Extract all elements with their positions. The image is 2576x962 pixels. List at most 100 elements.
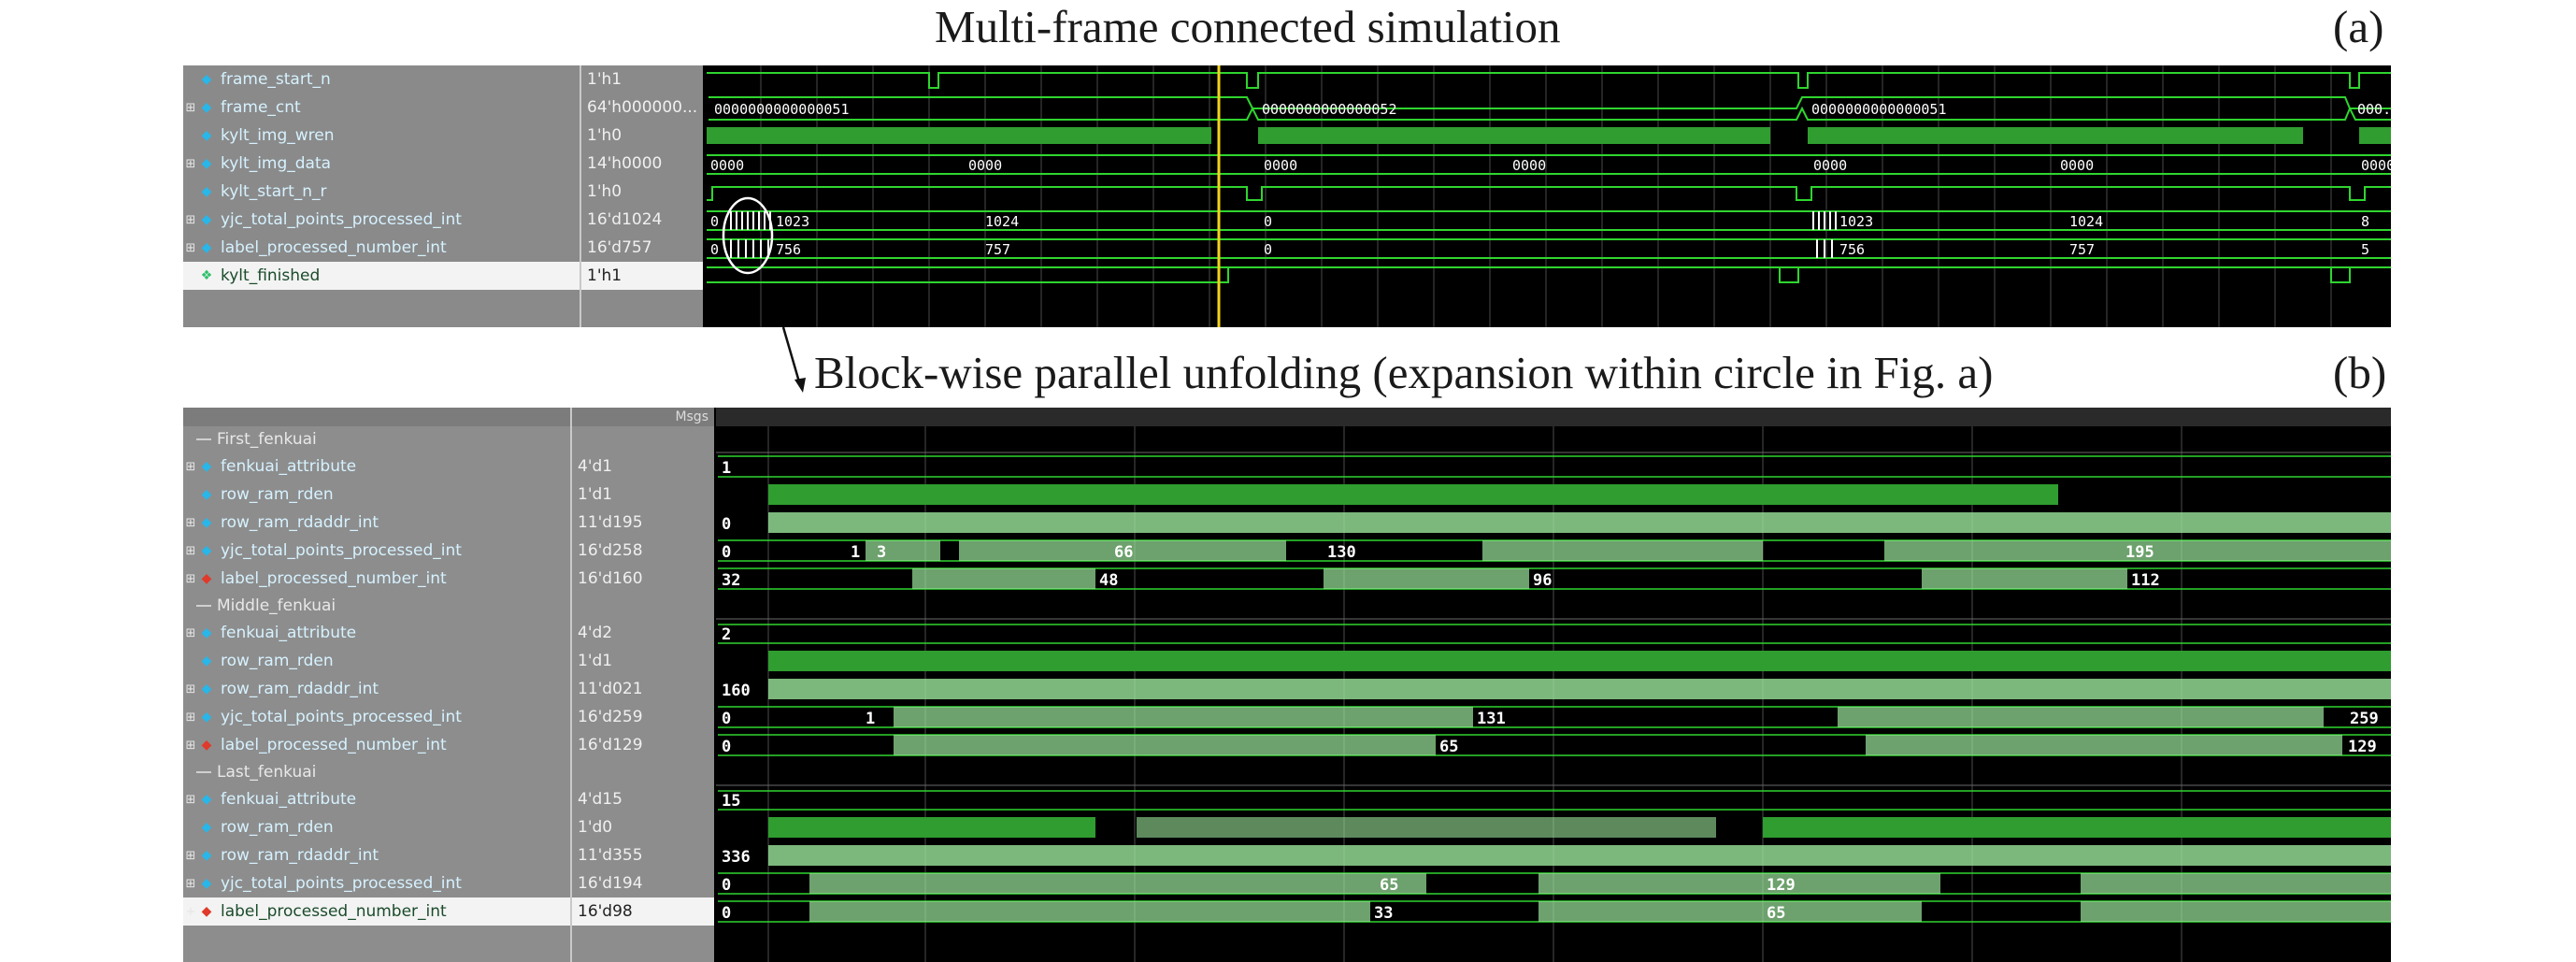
wave-label: 65 — [1380, 876, 1398, 895]
panel-b-title: Block-wise parallel unfolding (expansion… — [814, 347, 1994, 398]
group-header-first[interactable]: First_fenkuai — [183, 426, 570, 452]
waveform-area-a[interactable]: 0000000000000051 0000000000000052 000000… — [705, 65, 2391, 327]
group-header-middle[interactable]: Middle_fenkuai — [183, 593, 570, 619]
signal-row[interactable]: ⊞◆label_processed_number_int — [183, 731, 570, 759]
group-header-last[interactable]: Last_fenkuai — [183, 759, 570, 785]
wave-label: 756 — [1839, 241, 1865, 258]
signal-row-selected[interactable]: ❖kylt_finished — [183, 262, 580, 290]
wave-label: 0 — [1264, 213, 1272, 230]
signal-row[interactable]: ⊞◆fenkuai_attribute — [183, 785, 570, 813]
bus-icon: ◆ — [201, 848, 212, 863]
panel-a-title: Multi-frame connected simulation — [935, 1, 1561, 52]
expand-icon[interactable]: ⊞ — [185, 876, 196, 891]
wave-label: 0000 — [2060, 157, 2094, 174]
expand-icon[interactable]: ⊞ — [185, 100, 196, 115]
wave-label: 0000 — [1264, 157, 1297, 174]
wave-label: 0000000000000051 — [714, 101, 850, 118]
signal-row[interactable]: ◆kylt_start_n_r — [183, 178, 580, 206]
bus-icon: ◆ — [201, 710, 212, 725]
signal-icon: ◆ — [201, 128, 212, 143]
signal-value: 1'h0 — [587, 126, 623, 145]
expand-icon[interactable]: ⊞ — [185, 682, 196, 696]
wave-label: 0 — [722, 738, 731, 756]
signal-value: 4'd1 — [578, 457, 613, 476]
bus-icon: ◆ — [201, 156, 212, 171]
signal-row[interactable]: ◆kylt_img_wren — [183, 122, 580, 150]
expand-icon[interactable]: ⊞ — [185, 625, 196, 640]
signal-value: 11'd195 — [578, 513, 643, 532]
wave-label: 130 — [1327, 543, 1356, 562]
wave-label: 0 — [722, 710, 731, 728]
signal-icon: ◆ — [201, 820, 212, 835]
wave-label: 0000000000000051 — [1811, 101, 1947, 118]
signal-value: 4'd15 — [578, 790, 623, 809]
signal-row[interactable]: ⊞◆row_ram_rdaddr_int — [183, 509, 570, 537]
signal-row[interactable]: ⊞◆fenkuai_attribute — [183, 619, 570, 647]
signal-row[interactable]: ◆frame_start_n — [183, 65, 580, 93]
wave-label: 0 — [710, 241, 719, 258]
bus-icon: ◆ — [201, 792, 212, 807]
signal-row[interactable]: ⊞◆label_processed_number_int — [183, 234, 580, 262]
signal-row[interactable]: ◆row_ram_rden — [183, 813, 570, 841]
expand-icon[interactable]: ⊞ — [185, 738, 196, 753]
signal-row[interactable]: ⊞◆kylt_img_data — [183, 150, 580, 178]
waveform-canvas-b[interactable]: 1 0 0 1 3 66 130 195 32 48 96 112 2 — [716, 408, 2391, 962]
waveform-window-b: First_fenkuai ⊞◆fenkuai_attribute ◆row_r… — [183, 408, 2391, 962]
expand-icon[interactable]: ⊞ — [185, 848, 196, 863]
bus-red-icon: ◆ — [201, 738, 212, 753]
waveform-canvas-a[interactable]: 0000000000000051 0000000000000052 000000… — [705, 65, 2391, 327]
signal-icon: ◆ — [201, 487, 212, 502]
wave-label: 48 — [1099, 571, 1118, 590]
wave-label: 0000 — [968, 157, 1002, 174]
signal-icon: ◆ — [201, 653, 212, 668]
bus-icon: ◆ — [201, 515, 212, 530]
expand-icon[interactable]: ⊞ — [185, 543, 196, 558]
wave-label: 1 — [866, 710, 875, 728]
signal-value: 1'h1 — [587, 266, 623, 285]
expand-icon[interactable]: ⊞ — [185, 515, 196, 530]
wave-label: 112 — [2131, 571, 2160, 590]
signal-row[interactable]: ◆row_ram_rden — [183, 481, 570, 509]
wave-label: 131 — [1477, 710, 1506, 728]
waveform-area-b[interactable]: 1 0 0 1 3 66 130 195 32 48 96 112 2 — [716, 408, 2391, 962]
signal-row[interactable]: ⊞◆yjc_total_points_processed_int — [183, 703, 570, 731]
wave-label: 129 — [2348, 738, 2377, 756]
signal-row[interactable]: ◆row_ram_rden — [183, 647, 570, 675]
signal-row[interactable]: ⊞◆yjc_total_points_processed_int — [183, 537, 570, 565]
wave-label: 0000 — [710, 157, 744, 174]
wave-label: 1023 — [776, 213, 809, 230]
expand-icon[interactable]: ⊞ — [185, 459, 196, 474]
signal-value: 16'd129 — [578, 736, 643, 754]
signal-row[interactable]: ⊞◆label_processed_number_int — [183, 565, 570, 593]
signal-value: 16'd194 — [578, 874, 643, 893]
signal-row[interactable]: ⊞◆row_ram_rdaddr_int — [183, 841, 570, 869]
expand-icon[interactable]: ⊞ — [185, 571, 196, 586]
signal-row[interactable]: ⊞◆fenkuai_attribute — [183, 452, 570, 481]
wave-label: 33 — [1374, 904, 1393, 923]
bus-icon: ◆ — [201, 682, 212, 696]
wave-label: 32 — [722, 571, 740, 590]
wave-label: 1 — [851, 543, 860, 562]
signal-row-selected[interactable]: +◆label_processed_number_int — [183, 897, 570, 926]
signal-value: 16'd98 — [578, 902, 633, 921]
signal-row[interactable]: ⊞◆row_ram_rdaddr_int — [183, 675, 570, 703]
signal-row[interactable]: ⊞◆yjc_total_points_processed_int — [183, 869, 570, 897]
wave-label: 96 — [1533, 571, 1552, 590]
expand-icon[interactable]: ⊞ — [185, 710, 196, 725]
wave-label: 0000 — [2361, 157, 2391, 174]
wave-label: 3 — [877, 543, 886, 562]
signal-row[interactable]: ⊞◆yjc_total_points_processed_int — [183, 206, 580, 234]
expand-icon[interactable]: ⊞ — [185, 792, 196, 807]
wave-label: 2 — [722, 625, 731, 644]
bus-icon: ◆ — [201, 625, 212, 640]
wave-label: 0 — [710, 213, 719, 230]
wave-label: 757 — [985, 241, 1010, 258]
signal-value: 1'd0 — [578, 818, 613, 837]
expand-icon[interactable]: ⊞ — [185, 240, 196, 255]
expand-icon[interactable]: ⊞ — [185, 156, 196, 171]
signal-row[interactable]: ⊞◆frame_cnt — [183, 93, 580, 122]
wave-label: 15 — [722, 792, 740, 811]
signal-value: 11'd021 — [578, 680, 643, 698]
expand-icon[interactable]: ⊞ — [185, 212, 196, 227]
wave-label: 65 — [1767, 904, 1785, 923]
